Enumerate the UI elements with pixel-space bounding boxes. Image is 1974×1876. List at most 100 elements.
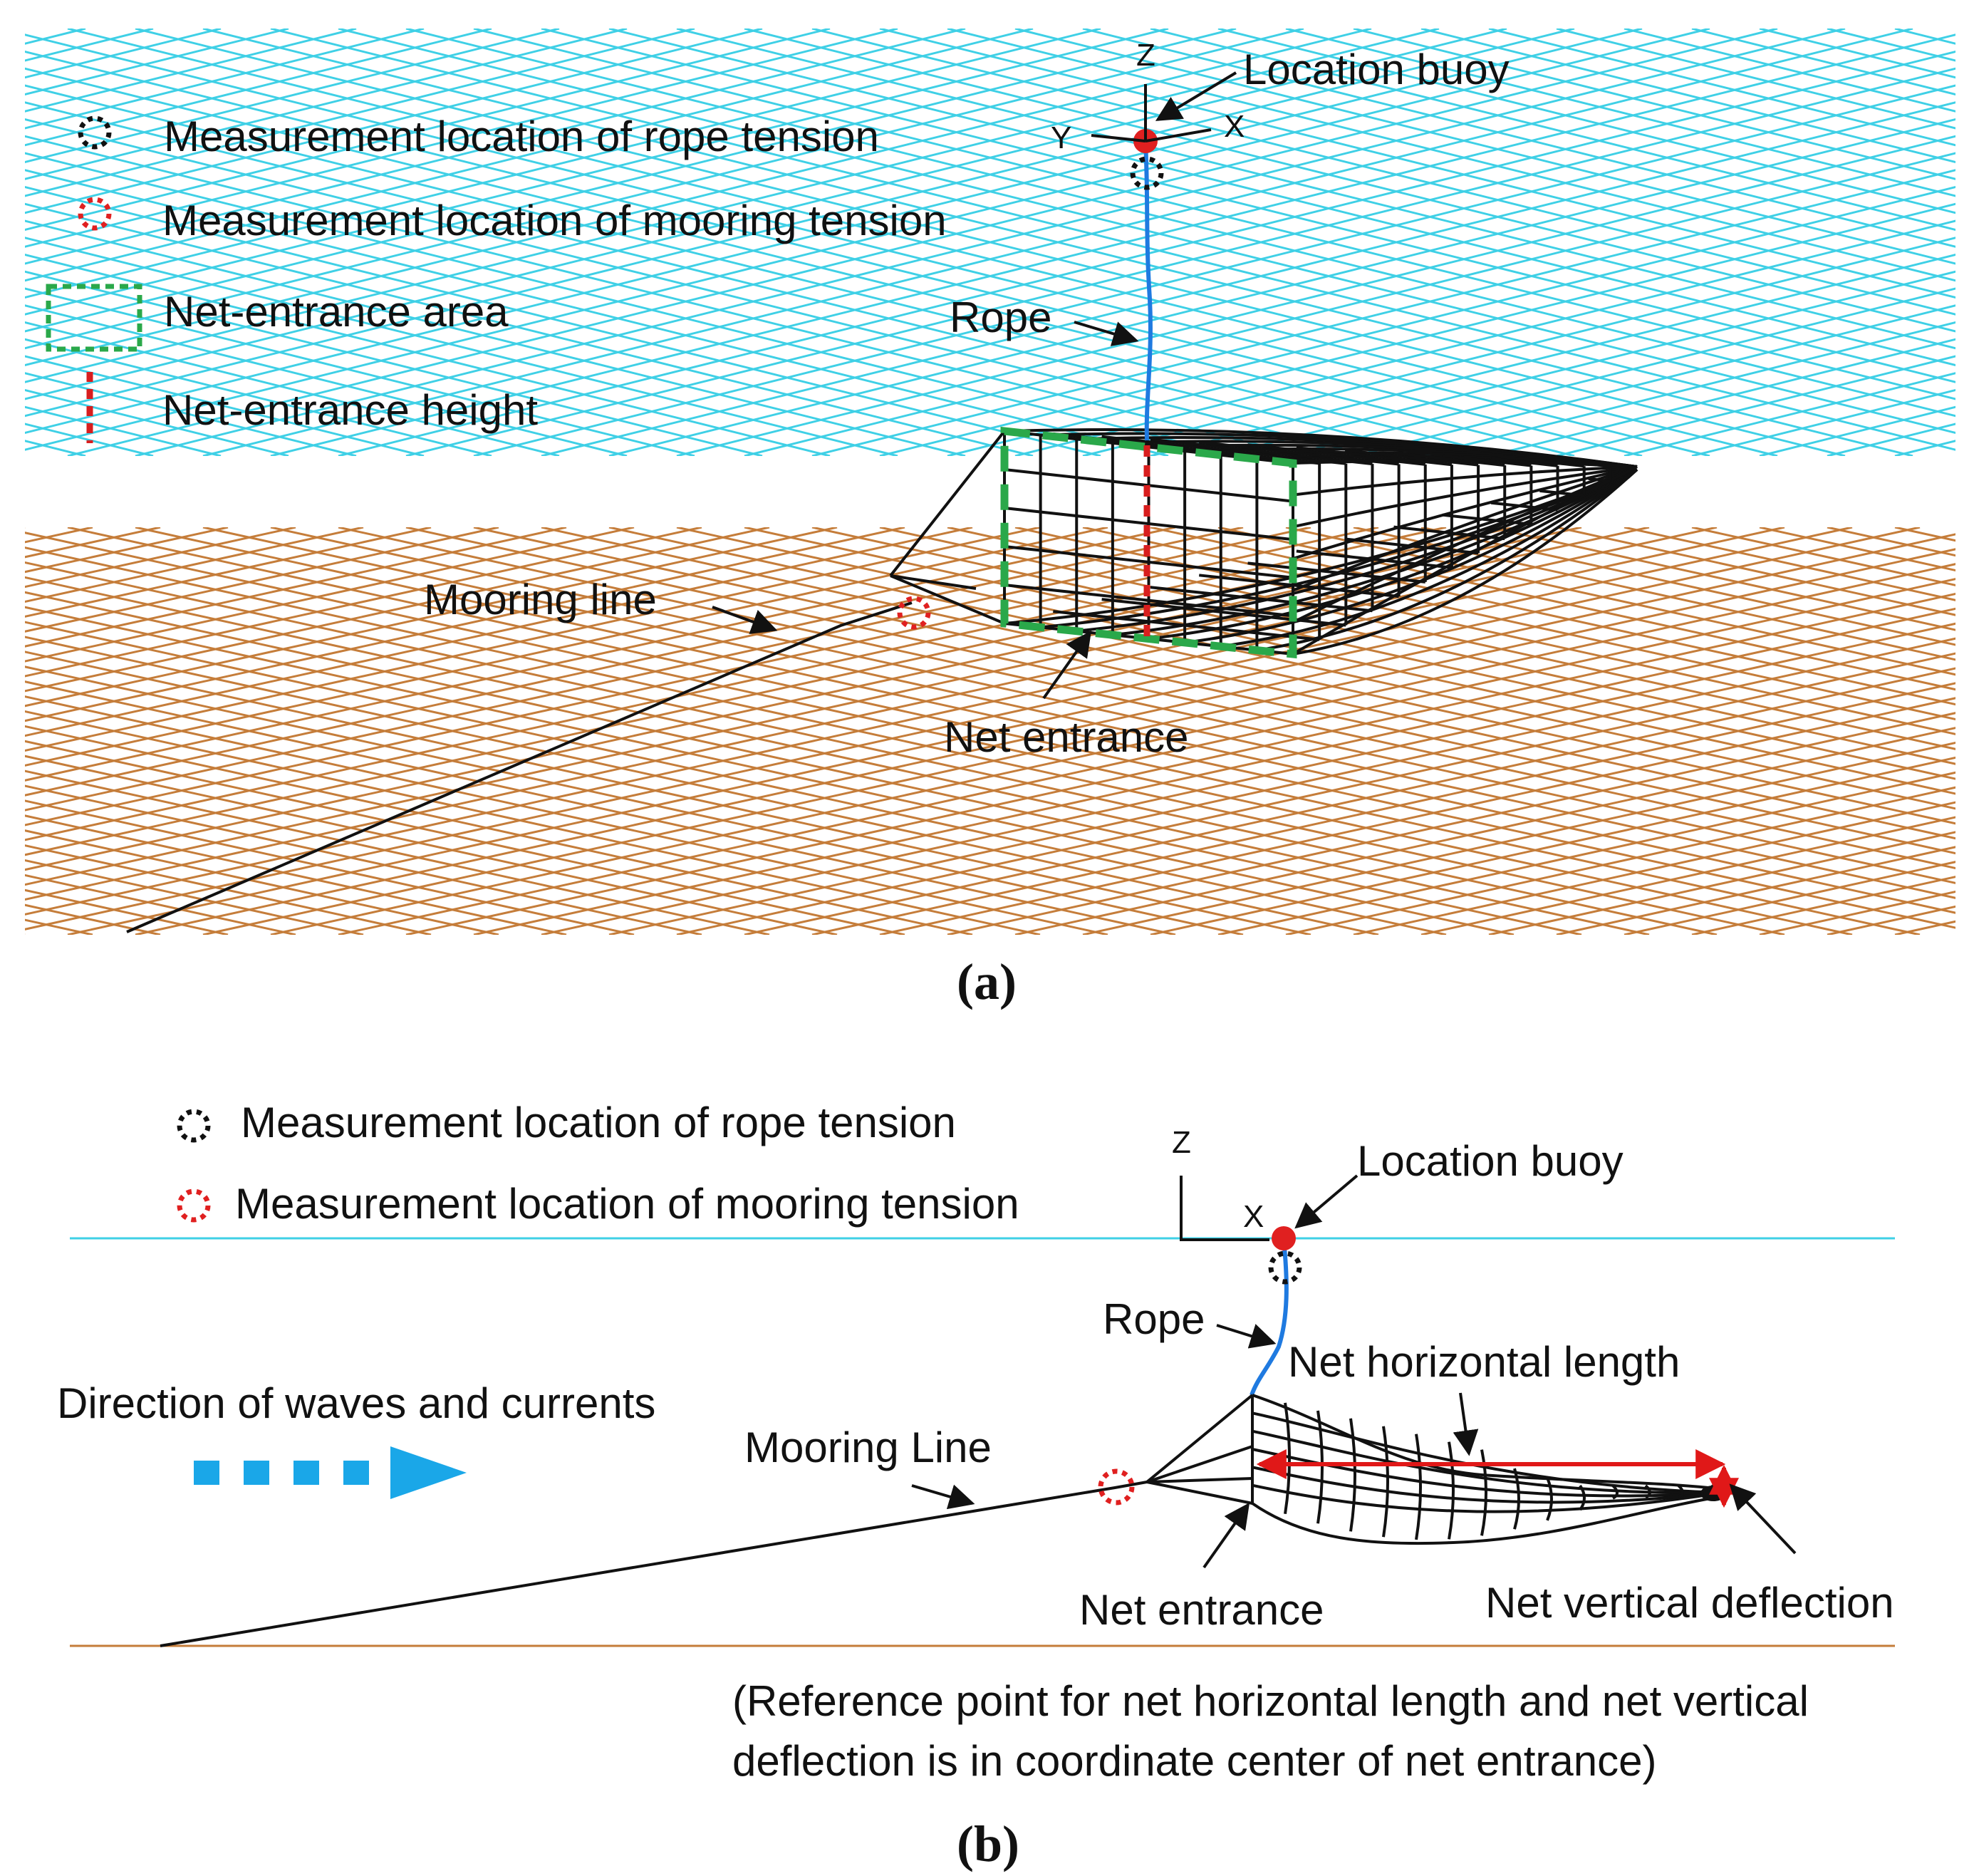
water-grid-line xyxy=(135,28,1846,456)
seabed-grid-line xyxy=(1488,831,1955,935)
flow-direction-arrow xyxy=(194,1446,467,1499)
seabed-grid-line xyxy=(25,527,432,618)
net-b-bridle xyxy=(1146,1481,1253,1505)
seabed-grid-line xyxy=(25,527,1041,752)
net-a-mesh xyxy=(1344,537,1479,555)
seabed-grid-line xyxy=(1963,527,1974,935)
water-grid-line xyxy=(1963,28,1974,456)
water-grid-line xyxy=(25,28,763,214)
net-a-mesh xyxy=(1393,525,1505,541)
seabed-grid-line xyxy=(25,527,838,708)
reference-note-line-1: (Reference point for net horizontal leng… xyxy=(732,1677,1809,1725)
axis-z-label-b: Z xyxy=(1172,1125,1191,1160)
water-grid-line xyxy=(25,28,831,232)
legend-b: Measurement location of rope tension Mea… xyxy=(177,1099,1019,1228)
water-grid-line xyxy=(202,28,1913,456)
mooring-line-b xyxy=(160,1481,1148,1647)
net-entrance-label-b: Net entrance xyxy=(1079,1586,1324,1634)
net-a-mesh xyxy=(1150,437,1373,466)
water-grid-line xyxy=(1420,321,1955,456)
seabed-grid-line xyxy=(25,814,567,935)
net-entrance-pointer-a xyxy=(1042,631,1092,700)
net-bridles-a xyxy=(889,430,1006,625)
water-grid-line xyxy=(25,28,1237,333)
mooring-line-pointer-b xyxy=(911,1484,975,1510)
water-grid-line xyxy=(879,185,1955,456)
seabed-grid-line xyxy=(1624,861,1955,935)
water-grid-line xyxy=(67,28,1778,456)
net-a-mesh xyxy=(1199,440,1399,466)
seabed-grid-line xyxy=(25,527,1379,826)
net-b-mesh xyxy=(1415,1434,1422,1540)
water-grid-line xyxy=(0,28,18,456)
seabed-grid-line xyxy=(25,933,26,935)
mooring-tension-marker-b xyxy=(1098,1468,1135,1506)
water-grid-line xyxy=(25,28,425,130)
net-a-mesh xyxy=(1490,457,1558,467)
water-grid-line xyxy=(608,118,1955,456)
rope-pointer-b xyxy=(1216,1324,1277,1349)
water-grid-line xyxy=(25,28,357,113)
rope-b xyxy=(1250,1239,1289,1396)
seabed-grid-line xyxy=(25,527,499,633)
rope-a xyxy=(1143,142,1153,441)
seabed-grid-line xyxy=(25,527,1515,856)
flow-direction-label: Direction of waves and currents xyxy=(57,1379,655,1427)
net-b-outline-bottom xyxy=(1251,1495,1723,1545)
water-grid-line xyxy=(1285,28,1955,197)
water-grid-line xyxy=(811,169,1955,456)
reference-note-line-2: deflection is in coordinate center of ne… xyxy=(732,1737,1656,1785)
rope-tension-marker-a xyxy=(1130,156,1164,190)
seabed-grid-line xyxy=(25,740,905,935)
seabed-grid-line xyxy=(1285,527,1955,676)
location-buoy-b xyxy=(1272,1226,1296,1250)
panel-b: Measurement location of rope tension Mea… xyxy=(57,1099,1895,1872)
water-grid-line xyxy=(1285,287,1955,456)
water-grid-line xyxy=(1488,28,1955,147)
water-grid-line xyxy=(25,28,966,265)
seabed-grid-line xyxy=(135,533,1955,935)
location-buoy-label-a: Location buoy xyxy=(1243,46,1510,93)
seabed-grid-line xyxy=(67,527,1921,935)
mooring-line-pointer-a xyxy=(712,606,778,634)
mooring-line-label-a: Mooring line xyxy=(424,576,657,623)
seabed-grid-line xyxy=(25,527,1311,812)
water-grid-line xyxy=(1420,28,1955,164)
net-entrance-pointer-b xyxy=(1202,1503,1250,1569)
net-a-mesh xyxy=(1247,443,1425,466)
net-a-mesh xyxy=(1004,507,1294,541)
seabed-grid-line xyxy=(1217,771,1955,935)
seabed-grid-line xyxy=(1082,741,1955,935)
water-grid-line xyxy=(25,28,898,248)
seabed-grid-line xyxy=(25,527,905,722)
water-grid-line xyxy=(1217,270,1955,456)
seabed-grid-line xyxy=(1488,527,1955,631)
seabed-grid-line xyxy=(879,697,1955,935)
water-grid-line xyxy=(1150,28,1955,232)
water-grid-line xyxy=(25,28,695,197)
water-grid-line xyxy=(676,135,1955,456)
seabed-grid-line xyxy=(25,829,499,935)
seabed-grid-line xyxy=(25,527,702,678)
seabed-grid-line xyxy=(202,548,1955,935)
buoy-pointer-a xyxy=(1155,71,1237,121)
net-a-mesh xyxy=(1344,448,1479,467)
buoy-pointer-b xyxy=(1294,1174,1359,1229)
net-a-mesh xyxy=(1296,446,1453,467)
water-grid-line xyxy=(405,67,1955,456)
net-b-mesh xyxy=(1382,1426,1389,1538)
seabed-grid-line xyxy=(1624,527,1955,601)
legend-rope-tension-text-b: Measurement location of rope tension xyxy=(241,1099,956,1146)
water-grid-line xyxy=(25,28,1643,435)
water-grid-line xyxy=(25,28,1575,418)
seabed-grid-line xyxy=(25,527,567,648)
water-grid-line xyxy=(744,152,1955,456)
water-grid-line xyxy=(1963,28,1974,456)
water-grid-line xyxy=(25,28,1507,400)
net-a-mesh xyxy=(1101,598,1346,627)
net-vertical-deflection-pointer xyxy=(1729,1483,1797,1555)
rope-label-b: Rope xyxy=(1103,1295,1205,1343)
seabed-grid-line xyxy=(25,527,26,529)
net-b-cod-end xyxy=(1700,1486,1726,1501)
trawl-net-b xyxy=(1146,1394,1726,1545)
